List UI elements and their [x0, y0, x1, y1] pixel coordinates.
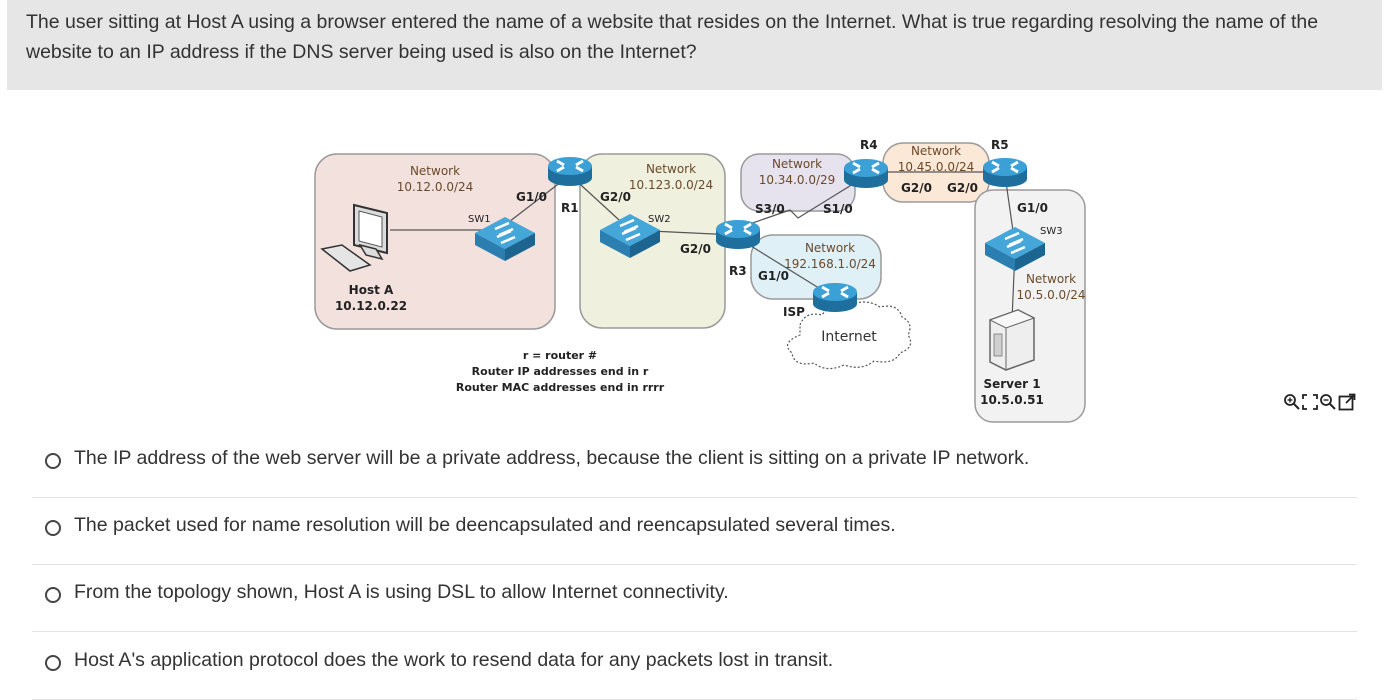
net5-address: 192.168.1.0/24	[784, 257, 876, 271]
r3-g20-label: G2/0	[680, 242, 711, 256]
r5-g20-label: G2/0	[947, 181, 978, 195]
fullscreen-icon[interactable]	[1302, 393, 1318, 416]
sw3-label: SW3	[1040, 226, 1063, 237]
radio-button[interactable]	[45, 520, 61, 536]
r5-g10-label: G1/0	[1017, 201, 1048, 215]
answer-option[interactable]: Host A's application protocol does the w…	[32, 632, 1357, 700]
network-area-10-12	[314, 153, 556, 330]
net4-address: 10.45.0.0/24	[898, 160, 975, 174]
net1-address: 10.12.0.0/24	[397, 180, 474, 194]
net1-title: Network	[410, 164, 460, 178]
r1-router-icon	[546, 155, 594, 188]
r4-label: R4	[860, 138, 878, 152]
net2-address: 10.123.0.0/24	[629, 178, 713, 192]
answer-option[interactable]: From the topology shown, Host A is using…	[32, 564, 1357, 632]
server1-ip: 10.5.0.51	[980, 393, 1044, 407]
sw2-label: SW2	[648, 214, 671, 225]
host-a-name: Host A	[349, 283, 394, 297]
question-text: The user sitting at Host A using a brows…	[26, 11, 1319, 63]
r5-router-icon	[981, 156, 1029, 189]
answer-option[interactable]: The packet used for name resolution will…	[32, 497, 1357, 565]
legend-line-1: r = router #	[523, 349, 597, 362]
answer-option-text: The packet used for name resolution will…	[74, 514, 896, 536]
radio-button[interactable]	[45, 587, 61, 603]
r3-router-icon	[714, 218, 762, 251]
answer-option-text: The IP address of the web server will be…	[74, 447, 1030, 469]
sw1-label: SW1	[468, 214, 491, 225]
net4-title: Network	[911, 144, 961, 158]
r1-g10-label: G1/0	[516, 190, 547, 204]
zoom-out-icon[interactable]	[1320, 393, 1336, 416]
r3-g10-label: G1/0	[758, 269, 789, 283]
radio-button[interactable]	[45, 453, 61, 469]
r5-label: R5	[991, 138, 1009, 152]
isp-router-icon	[811, 281, 859, 314]
net2-title: Network	[646, 162, 696, 176]
r4-router-icon	[842, 157, 890, 190]
net3-address: 10.34.0.0/29	[759, 173, 836, 187]
internet-label: Internet	[821, 329, 877, 345]
r4-g20-label: G2/0	[901, 181, 932, 195]
net3-title: Network	[772, 157, 822, 171]
answer-option-text: From the topology shown, Host A is using…	[74, 581, 729, 603]
server-1-icon	[988, 309, 1036, 371]
legend-line-3: Router MAC addresses end in rrrr	[456, 381, 665, 394]
r3-s30-label: S3/0	[755, 202, 785, 216]
host-a-pc-icon	[320, 203, 388, 272]
open-external-icon[interactable]	[1338, 393, 1356, 416]
image-toolbar	[1284, 393, 1364, 413]
legend-line-2: Router IP addresses end in r	[472, 365, 649, 378]
r1-g20-label: G2/0	[600, 190, 631, 204]
r4-s10-label: S1/0	[823, 202, 853, 216]
net6-title: Network	[1026, 272, 1076, 286]
answer-option[interactable]: The IP address of the web server will be…	[32, 430, 1357, 498]
net5-title: Network	[805, 241, 855, 255]
host-a-ip: 10.12.0.22	[335, 299, 407, 313]
answer-option-text: Host A's application protocol does the w…	[74, 649, 834, 671]
radio-button[interactable]	[45, 655, 61, 671]
net6-address: 10.5.0.0/24	[1017, 288, 1086, 302]
zoom-in-icon[interactable]	[1284, 393, 1300, 416]
isp-label: ISP	[783, 305, 805, 319]
question-box: The user sitting at Host A using a brows…	[7, 0, 1382, 90]
r1-label: R1	[561, 201, 579, 215]
r3-label: R3	[729, 264, 747, 278]
server1-name: Server 1	[983, 377, 1040, 391]
